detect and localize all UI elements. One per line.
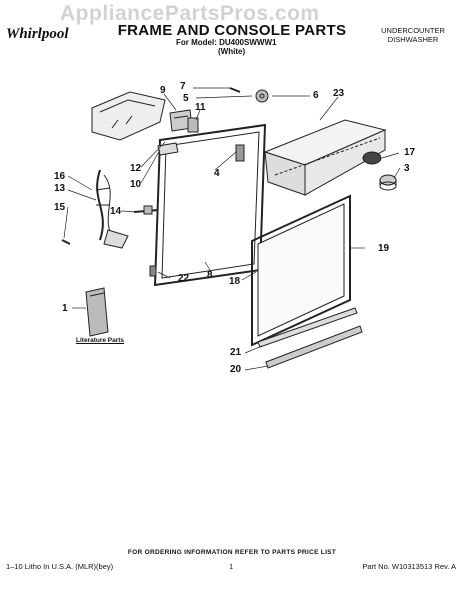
- callout-7: 7: [180, 81, 186, 92]
- brand-logo: Whirlpool: [6, 26, 69, 42]
- callout-8: 8: [207, 270, 213, 281]
- model-line: For Model: DU400SWWW1: [176, 38, 277, 47]
- wire-harness: [95, 169, 129, 249]
- control-button: [362, 151, 382, 165]
- callout-10: 10: [130, 179, 142, 190]
- console-shell: [91, 91, 166, 141]
- watermark: AppliancePartsPros.com: [60, 2, 320, 25]
- leader-lines: [63, 87, 401, 371]
- callout-6: 6: [313, 90, 319, 101]
- clip-22: [149, 265, 157, 277]
- category-line-1: UNDERCOUNTER: [381, 26, 445, 35]
- strike: [157, 142, 179, 156]
- trim-21: [257, 307, 358, 348]
- knob: [379, 174, 397, 191]
- callout-3: 3: [404, 163, 410, 174]
- screw-7: [229, 87, 241, 93]
- callout-16: 16: [54, 171, 66, 182]
- bracket: [235, 144, 245, 162]
- selector-gear: [255, 89, 269, 103]
- variant-label: (White): [218, 47, 246, 56]
- callout-22: 22: [178, 273, 190, 284]
- switch: [187, 117, 199, 133]
- callout-18: 18: [229, 276, 241, 287]
- outer-door-panel: [251, 194, 351, 347]
- category-line-2: DISHWASHER: [387, 35, 439, 44]
- callout-14: 14: [110, 206, 122, 217]
- callout-4: 4: [214, 168, 220, 179]
- category-label: UNDERCOUNTER DISHWASHER: [370, 26, 456, 44]
- callout-23: 23: [333, 88, 345, 99]
- footer-page-number: 1: [229, 562, 234, 571]
- callout-9: 9: [160, 85, 166, 96]
- literature-label: Literature Parts: [76, 337, 125, 344]
- callout-1: 1: [62, 303, 68, 314]
- screw-15: [61, 239, 71, 245]
- callout-13: 13: [54, 183, 66, 194]
- callout-12: 12: [130, 163, 142, 174]
- callout-11: 11: [195, 102, 206, 113]
- literature-booklet: [85, 287, 109, 337]
- callout-17: 17: [404, 147, 416, 158]
- console-panel: [263, 119, 387, 196]
- callout-5: 5: [183, 93, 189, 104]
- wire-14: [133, 205, 159, 215]
- callout-19: 19: [378, 243, 390, 254]
- footer-part-number: Part No. W10313513 Rev. A: [362, 562, 456, 571]
- callout-20: 20: [230, 364, 242, 375]
- callout-15: 15: [54, 202, 66, 213]
- callout-21: 21: [230, 347, 242, 358]
- page-title: FRAME AND CONSOLE PARTS: [117, 22, 347, 39]
- ordering-note: FOR ORDERING INFORMATION REFER TO PARTS …: [127, 549, 337, 556]
- footer-litho: 1–10 Litho In U.S.A. (MLR)(bey): [6, 562, 114, 571]
